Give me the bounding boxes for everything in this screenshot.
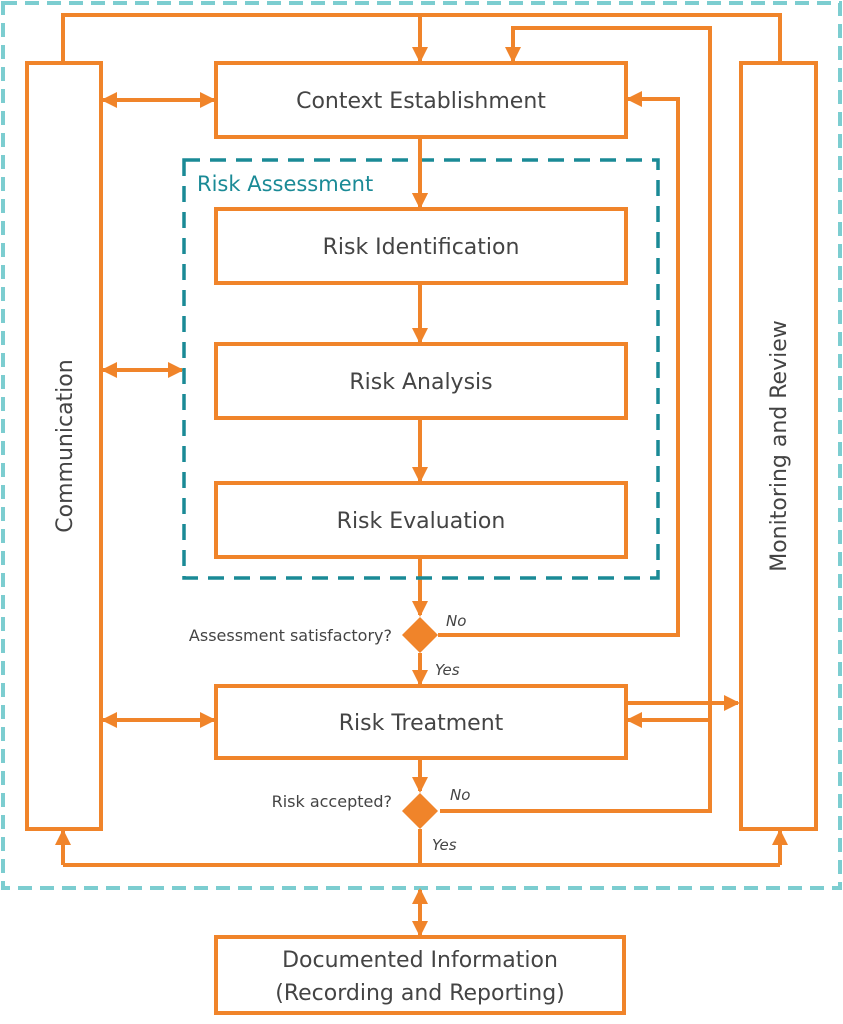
- accepted-question: Risk accepted?: [272, 792, 392, 811]
- assessment-question: Assessment satisfactory?: [189, 626, 392, 645]
- evaluation-box: Risk Evaluation: [214, 481, 628, 559]
- identification-box: Risk Identification: [214, 207, 628, 285]
- documented-box: Documented Information (Recording and Re…: [214, 935, 626, 1015]
- context-box: Context Establishment: [214, 61, 628, 139]
- identification-label: Risk Identification: [323, 235, 520, 260]
- not-accepted-loop: [440, 26, 712, 813]
- monitoring-box: Monitoring and Review: [739, 61, 818, 831]
- assessment-decision: Assessment satisfactory? No Yes: [189, 612, 467, 679]
- evaluation-label: Risk Evaluation: [337, 509, 506, 534]
- assessment-yes: Yes: [435, 661, 460, 679]
- context-label: Context Establishment: [296, 89, 546, 114]
- treatment-label: Risk Treatment: [339, 711, 504, 736]
- connectors: [55, 13, 788, 937]
- communication-label: Communication: [53, 359, 78, 532]
- documented-label-line2: (Recording and Reporting): [275, 981, 565, 1006]
- accepted-yes: Yes: [432, 836, 457, 854]
- decision-diamond-icon: [402, 617, 438, 653]
- treatment-box: Risk Treatment: [214, 684, 628, 760]
- monitoring-label: Monitoring and Review: [767, 320, 792, 572]
- assessment-no: No: [446, 612, 466, 630]
- analysis-label: Risk Analysis: [349, 370, 492, 395]
- analysis-box: Risk Analysis: [214, 342, 628, 420]
- not-satisfactory-loop: [438, 91, 680, 637]
- risk-assessment-label: Risk Assessment: [197, 172, 373, 196]
- accepted-no: No: [450, 786, 470, 804]
- documented-label-line1: Documented Information: [282, 948, 558, 973]
- communication-box: Communication: [25, 61, 103, 831]
- accepted-decision: Risk accepted? No Yes: [272, 786, 471, 854]
- decision-diamond-icon: [402, 793, 438, 829]
